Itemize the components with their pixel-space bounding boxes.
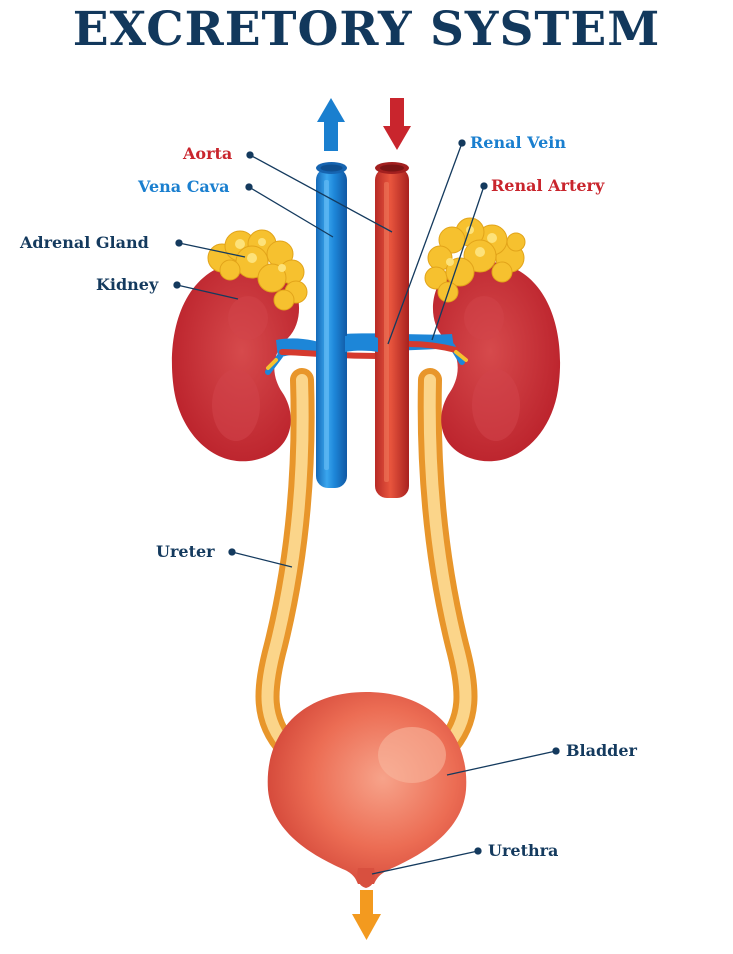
aorta-flow-arrow: [383, 98, 411, 150]
vena-cava: [316, 162, 347, 488]
left-adrenal-gland: [207, 229, 308, 311]
label-kidney: Kidney: [96, 275, 159, 294]
right-kidney: [432, 261, 561, 462]
urethra: [357, 868, 375, 888]
left-kidney: [171, 261, 300, 462]
label-renal-artery: Renal Artery: [491, 176, 605, 195]
bladder: [267, 692, 467, 884]
label-vena-cava: Vena Cava: [138, 177, 230, 196]
aorta: [375, 162, 409, 498]
vena-cava-flow-arrow: [317, 98, 345, 151]
right-renal-artery: [407, 341, 459, 353]
page-title: EXCRETORY SYSTEM: [72, 2, 661, 57]
urine-flow-arrow: [352, 890, 381, 940]
label-renal-vein: Renal Vein: [470, 133, 566, 152]
label-ureter: Ureter: [156, 542, 215, 561]
label-adrenal-gland: Adrenal Gland: [20, 233, 149, 252]
label-aorta: Aorta: [183, 144, 233, 163]
label-urethra: Urethra: [488, 841, 559, 860]
label-bladder: Bladder: [566, 741, 637, 760]
